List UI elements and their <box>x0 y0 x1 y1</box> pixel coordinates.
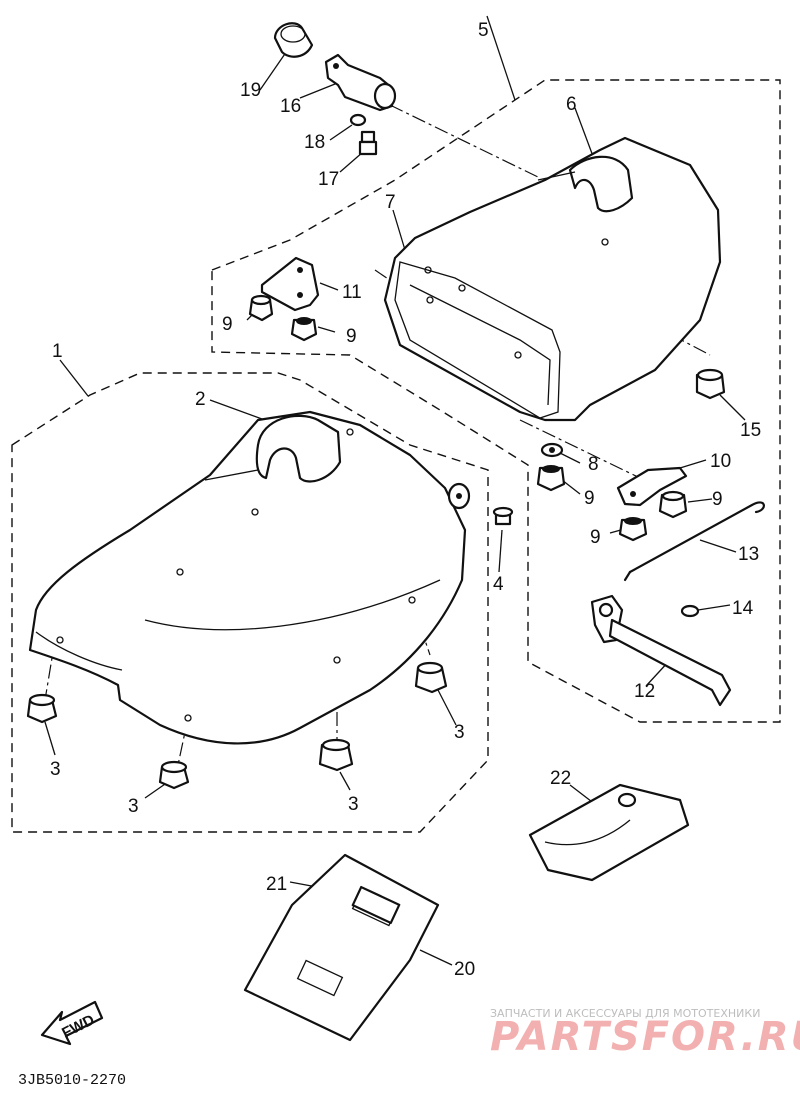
damper-15 <box>695 368 726 400</box>
callout-21: 21 <box>266 874 287 895</box>
callout-3: 3 <box>348 794 359 815</box>
label-21 <box>351 885 401 925</box>
bag-22 <box>528 783 690 882</box>
group-outline-rear-seat <box>211 79 781 723</box>
callout-9: 9 <box>590 527 601 548</box>
callout-9: 9 <box>712 489 723 510</box>
watermark-tagline: ЗАПЧАСТИ И АКСЕССУАРЫ ДЛЯ МОТОТЕХНИКИ <box>490 1007 760 1020</box>
callout-15: 15 <box>740 420 761 441</box>
callout-9: 9 <box>222 314 233 335</box>
callout-17: 17 <box>318 169 339 190</box>
callout-20: 20 <box>454 959 475 980</box>
callout-18: 18 <box>304 132 325 153</box>
callout-3: 3 <box>454 722 465 743</box>
dampers-3 <box>26 661 448 790</box>
callout-8: 8 <box>588 454 599 475</box>
callout-5: 5 <box>478 20 489 41</box>
bolt-17 <box>358 130 378 156</box>
nuts-9-upper <box>248 294 318 342</box>
cable-13 <box>623 501 765 582</box>
callout-22: 22 <box>550 768 571 789</box>
drawing-code: 3JB5010-2270 <box>18 1072 126 1089</box>
bracket-11 <box>260 256 320 312</box>
fwd-arrow-icon: FWD <box>40 1000 104 1046</box>
bracket-10 <box>616 466 688 507</box>
callout-9: 9 <box>584 488 595 509</box>
callout-3: 3 <box>50 759 61 780</box>
callout-10: 10 <box>710 451 731 472</box>
group-outline-front-seat <box>11 372 489 833</box>
seat-lock-16 <box>324 53 397 112</box>
callout-7: 7 <box>385 192 396 213</box>
callout-6: 6 <box>566 94 577 115</box>
callout-11: 11 <box>342 282 362 303</box>
washer-14 <box>680 604 700 618</box>
callout-3: 3 <box>128 796 139 817</box>
washer-18 <box>349 113 367 127</box>
rear-seat <box>383 136 722 422</box>
callout-1: 1 <box>52 341 63 362</box>
nuts-9-lower <box>536 465 688 542</box>
washer-8 <box>540 442 564 458</box>
callout-12: 12 <box>634 681 655 702</box>
callout-16: 16 <box>280 96 301 117</box>
front-seat <box>28 410 471 745</box>
lock-assembly-12 <box>590 594 732 707</box>
callout-2: 2 <box>195 389 206 410</box>
callout-19: 19 <box>240 80 261 101</box>
callout-numbers: 1 2 3 3 3 3 4 5 6 7 8 9 9 9 9 9 10 11 12… <box>50 20 761 980</box>
watermark-logo: PARTSFOR.RU <box>490 1014 800 1060</box>
callout-4: 4 <box>493 574 504 595</box>
callout-9: 9 <box>346 326 357 347</box>
callout-14: 14 <box>732 598 754 619</box>
bolt-4 <box>492 506 514 526</box>
callout-13: 13 <box>738 544 759 565</box>
lock-cover-19 <box>273 22 314 58</box>
